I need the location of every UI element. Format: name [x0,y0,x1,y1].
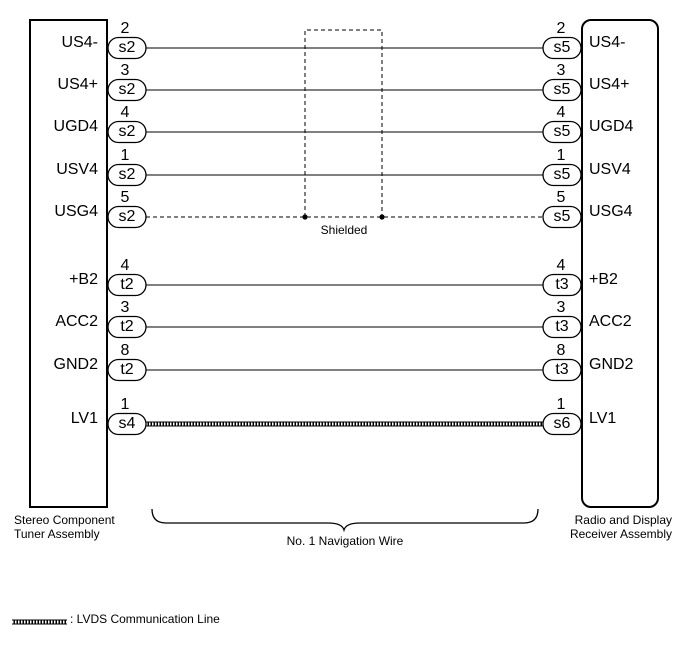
right-terminal-label: USV4 [589,161,631,178]
right-pin-number: 1 [557,147,566,164]
right-connector-code: s5 [554,166,571,183]
left-connector-code: s2 [119,39,136,56]
right-pin-number: 8 [557,342,566,359]
right-terminal-label: US4- [589,34,625,51]
right-pin-number: 4 [557,257,566,274]
right-connector-code: t3 [555,361,568,378]
right-connector-code: t3 [555,276,568,293]
left-connector-code: t2 [120,318,133,335]
right-pin-number: 2 [557,20,566,37]
left-connector [107,120,147,144]
left-connector [107,315,147,339]
left-connector-code: s2 [119,123,136,140]
left-pin-number: 2 [121,20,130,37]
right-pin-number: 1 [557,396,566,413]
right-connector-code: s5 [554,208,571,225]
harness-brace [151,508,539,533]
shield-box [304,29,383,217]
left-pin-number: 1 [121,396,130,413]
left-connector-code: t2 [120,361,133,378]
right-connector-code: t3 [555,318,568,335]
right-component-name-line2: Receiver Assembly [570,527,672,541]
right-terminal-label: GND2 [589,356,634,373]
right-connector [542,120,582,144]
left-pin-number: 4 [121,104,130,121]
right-pin-number: 4 [557,104,566,121]
right-connector [542,205,582,229]
left-terminal-label: +B2 [69,271,98,288]
right-connector [542,412,582,436]
right-connector-code: s6 [554,415,571,432]
left-terminal-label: USV4 [56,161,98,178]
right-connector [542,78,582,102]
left-terminal-label: ACC2 [55,313,98,330]
left-connector-code: s2 [119,166,136,183]
left-connector [107,205,147,229]
right-terminal-label: +B2 [589,271,618,288]
shield-junction-right [379,214,385,220]
right-terminal-label: US4+ [589,76,629,93]
right-pin-number: 3 [557,62,566,79]
left-connector [107,412,147,436]
right-terminal-label: ACC2 [589,313,632,330]
right-component-box [581,19,659,508]
left-terminal-label: UGD4 [54,118,99,135]
left-connector [107,36,147,60]
left-pin-number: 3 [121,62,130,79]
right-terminal-label: USG4 [589,203,633,220]
right-connector-code: s5 [554,39,571,56]
left-terminal-label: US4- [62,34,98,51]
left-connector-code: t2 [120,276,133,293]
legend-label: : LVDS Communication Line [70,612,220,626]
left-connector-code: s2 [119,81,136,98]
right-connector [542,36,582,60]
right-connector [542,315,582,339]
left-connector-code: s4 [119,415,136,432]
right-connector [542,273,582,297]
shield-label: Shielded [321,223,368,237]
left-pin-number: 5 [121,189,130,206]
right-connector [542,163,582,187]
right-pin-number: 5 [557,189,566,206]
right-terminal-label: UGD4 [589,118,634,135]
left-connector [107,358,147,382]
right-component-name-line1: Radio and Display [575,513,672,527]
left-pin-number: 8 [121,342,130,359]
harness-label: No. 1 Navigation Wire [287,534,404,548]
left-component-name-line1: Stereo Component [14,513,115,527]
left-pin-number: 3 [121,299,130,316]
right-connector [542,358,582,382]
left-terminal-label: LV1 [71,410,98,427]
shield-junction-left [302,214,308,220]
left-pin-number: 1 [121,147,130,164]
left-terminal-label: USG4 [54,203,98,220]
left-terminal-label: GND2 [54,356,99,373]
left-connector [107,163,147,187]
left-connector [107,273,147,297]
right-terminal-label: LV1 [589,410,616,427]
left-terminal-label: US4+ [58,76,98,93]
left-connector-code: s2 [119,208,136,225]
right-connector-code: s5 [554,81,571,98]
left-connector [107,78,147,102]
left-pin-number: 4 [121,257,130,274]
left-component-name-line2: Tuner Assembly [14,527,100,541]
right-connector-code: s5 [554,123,571,140]
left-component-box [29,19,108,508]
right-pin-number: 3 [557,299,566,316]
